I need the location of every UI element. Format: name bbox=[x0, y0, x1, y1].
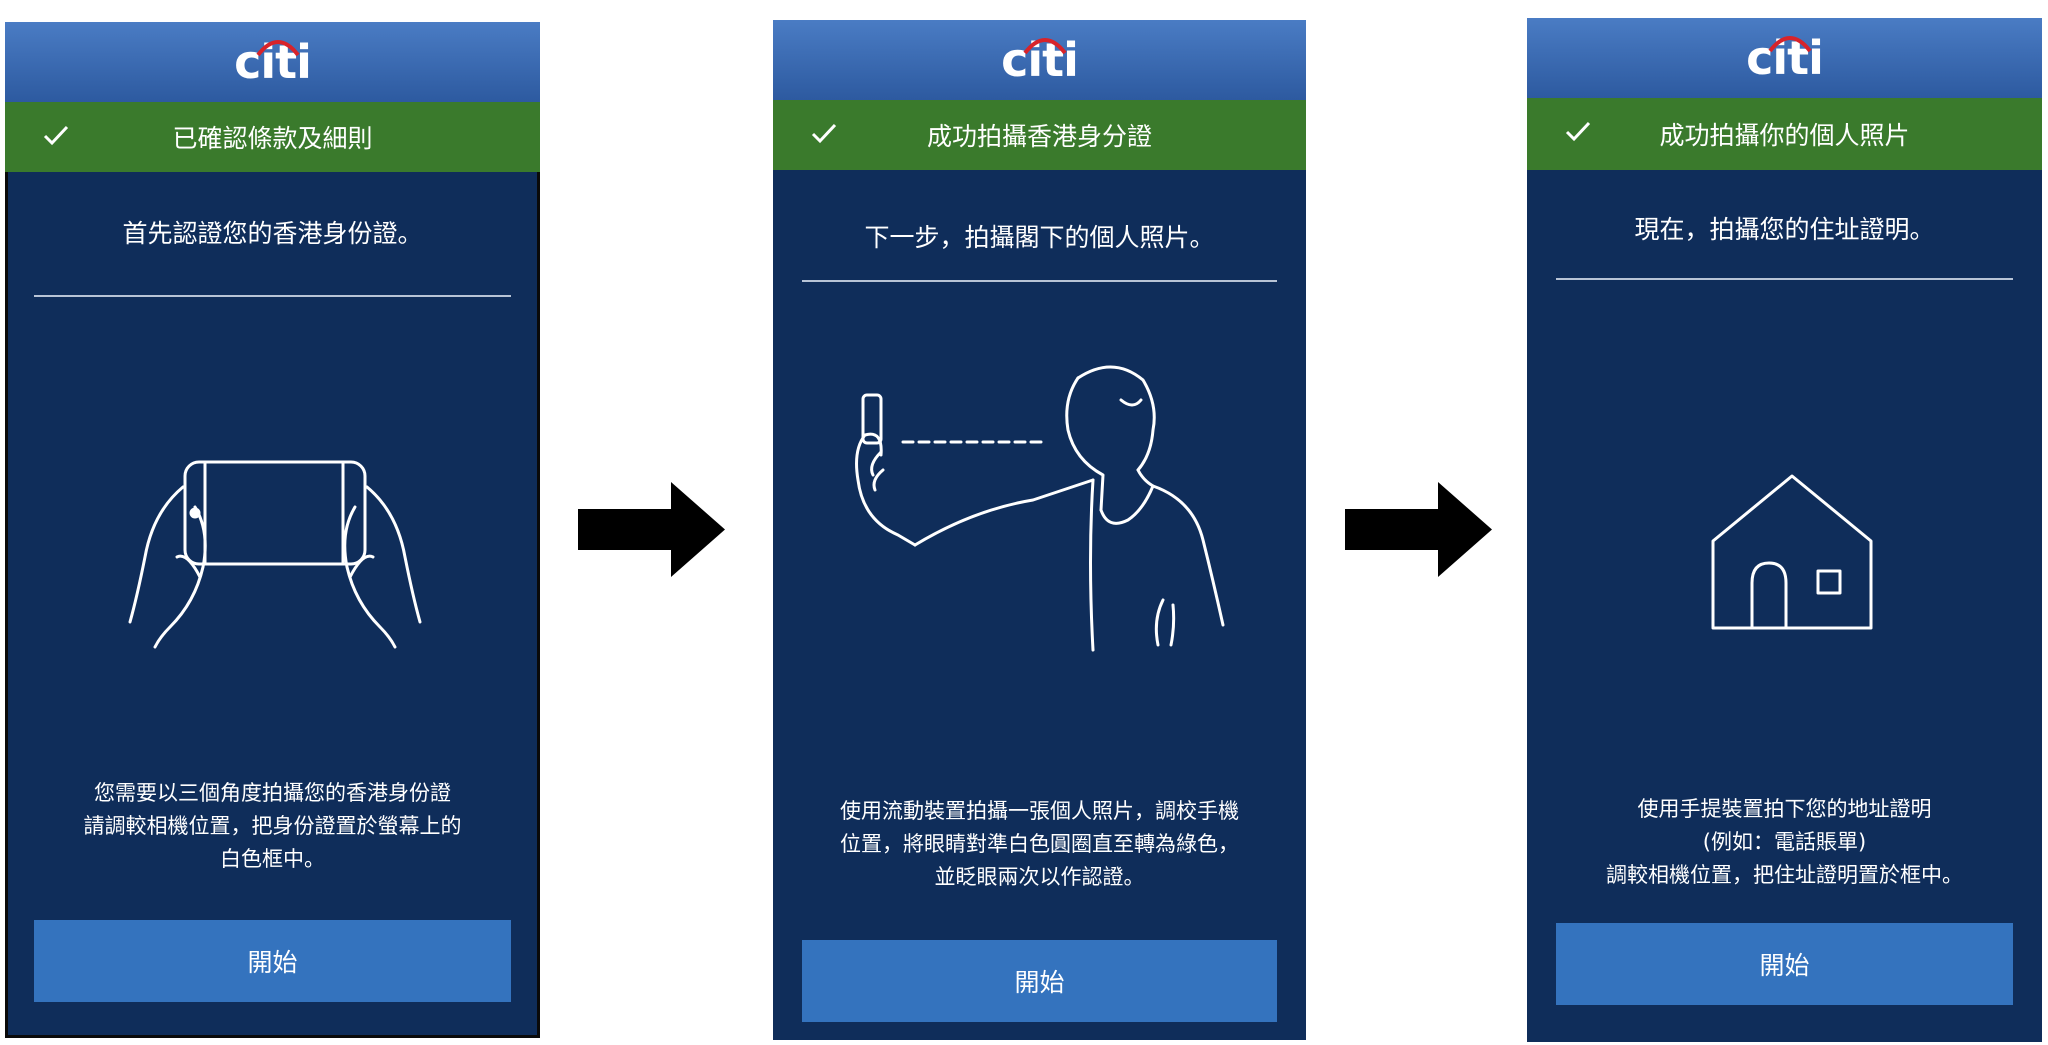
screen-1: citi 已確認條款及細則 首先認證您的香港身份證。 您需要以三個角度拍攝您的香… bbox=[5, 22, 540, 1038]
hands-holding-phone-icon bbox=[128, 460, 422, 649]
status-text: 已確認條款及細則 bbox=[172, 124, 373, 153]
house-icon bbox=[1711, 474, 1873, 630]
status-bar: 成功拍攝香港身分證 bbox=[773, 100, 1306, 170]
citi-logo: citi bbox=[234, 35, 312, 89]
start-button[interactable]: 開始 bbox=[802, 940, 1277, 1022]
person-selfie-icon bbox=[855, 365, 1225, 652]
right-arrow-icon bbox=[1345, 482, 1492, 577]
divider bbox=[1556, 278, 2013, 280]
start-button[interactable]: 開始 bbox=[1556, 923, 2013, 1005]
screen-2: citi 成功拍攝香港身分證 下一步，拍攝閣下的個人照片。 使用流動裝置拍攝一張… bbox=[773, 20, 1306, 1040]
checkmark-icon bbox=[811, 123, 837, 144]
status-bar: 成功拍攝你的個人照片 bbox=[1527, 98, 2042, 170]
screen-description: 使用流動裝置拍攝一張個人照片，調校手機 位置，將眼睛對準白色圓圈直至轉為綠色， … bbox=[840, 799, 1239, 889]
screen-description: 您需要以三個角度拍攝您的香港身份證 請調較相機位置，把身份證置於螢幕上的 白色框… bbox=[83, 781, 462, 871]
checkmark-icon bbox=[43, 125, 69, 146]
citi-logo: citi bbox=[1001, 33, 1079, 87]
right-arrow-icon bbox=[578, 482, 725, 577]
status-text: 成功拍攝你的個人照片 bbox=[1659, 121, 1910, 150]
status-bar: 已確認條款及細則 bbox=[5, 102, 540, 172]
screen-heading: 現在，拍攝您的住址證明。 bbox=[1634, 215, 1935, 244]
divider bbox=[802, 280, 1277, 282]
app-header: citi bbox=[773, 20, 1306, 100]
screen-heading: 下一步，拍攝閣下的個人照片。 bbox=[864, 223, 1215, 252]
screen-heading: 首先認證您的香港身份證。 bbox=[122, 219, 423, 248]
screen-3: citi 成功拍攝你的個人照片 現在，拍攝您的住址證明。 使用手提裝置拍下您的地… bbox=[1527, 18, 2042, 1042]
app-header: citi bbox=[1527, 18, 2042, 98]
checkmark-icon bbox=[1565, 121, 1591, 142]
screen-description: 使用手提裝置拍下您的地址證明 (例如：電話賬單) 調較相機位置，把住址證明置於框… bbox=[1606, 797, 1963, 887]
divider bbox=[34, 295, 511, 297]
citi-logo: citi bbox=[1746, 31, 1824, 85]
status-text: 成功拍攝香港身分證 bbox=[926, 122, 1152, 151]
start-button[interactable]: 開始 bbox=[34, 920, 511, 1002]
app-header: citi bbox=[5, 22, 540, 102]
